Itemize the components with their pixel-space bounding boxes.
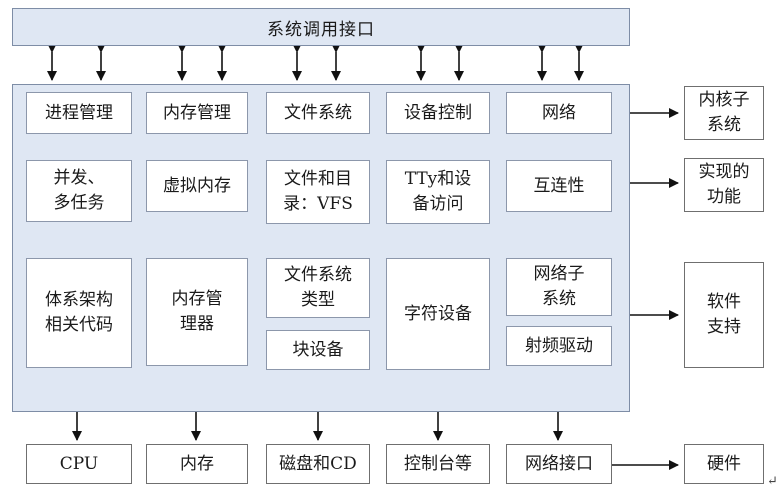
memory-management: 内存管理 [146, 92, 248, 134]
hardware-cpu: CPU [26, 444, 132, 484]
label-hardware: 硬件 [684, 444, 764, 484]
return-mark: ↵ [767, 474, 778, 489]
block-devices: 块设备 [266, 330, 370, 370]
networking: 网络 [506, 92, 612, 134]
filesystem-types: 文件系统 类型 [266, 258, 370, 318]
hardware-console: 控制台等 [386, 444, 490, 484]
file-system: 文件系统 [266, 92, 370, 134]
memory-manager: 内存管 理器 [146, 258, 248, 366]
network-subsystem: 网络子 系统 [506, 258, 612, 316]
virtual-memory: 虚拟内存 [146, 160, 248, 212]
double-arrows [47, 43, 584, 81]
device-control: 设备控制 [386, 92, 490, 134]
hardware-disk-cd: 磁盘和CD [266, 444, 370, 484]
process-management: 进程管理 [26, 92, 132, 134]
arch-dependent-code: 体系架构 相关代码 [26, 258, 132, 368]
label-software-support: 软件 支持 [684, 262, 764, 368]
rf-driver: 射频驱动 [506, 326, 612, 366]
label-kernel-subsystems: 内核子 系统 [684, 86, 764, 140]
hardware-memory: 内存 [146, 444, 248, 484]
concurrency-multitasking: 并发、 多任务 [26, 160, 132, 222]
label-implemented-functions: 实现的 功能 [684, 158, 764, 212]
character-devices: 字符设备 [386, 258, 490, 370]
right-arrows [612, 108, 679, 470]
system-call-interface: 系统调用接口 [12, 8, 630, 46]
hardware-network-interface: 网络接口 [506, 444, 612, 484]
files-directories-vfs: 文件和目 录：VFS [266, 160, 370, 224]
connectivity: 互连性 [506, 160, 612, 212]
tty-device-access: TTy和设 备访问 [386, 160, 490, 224]
